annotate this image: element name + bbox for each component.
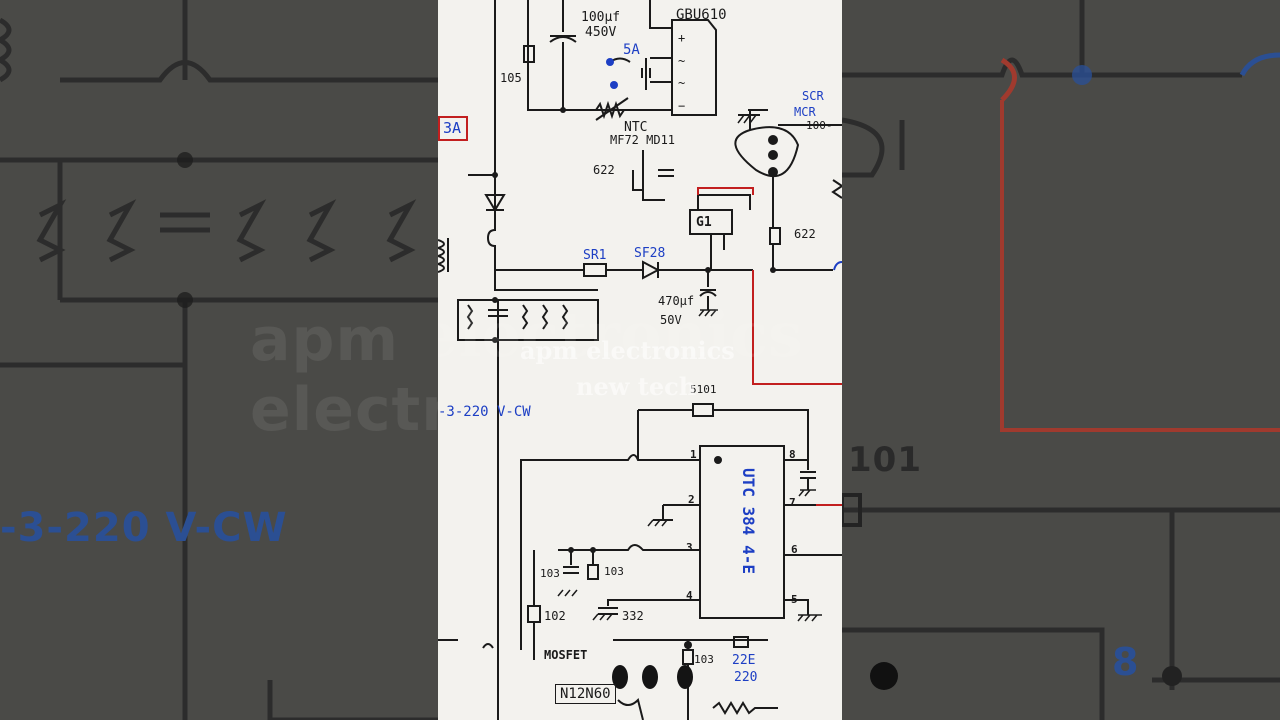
capacitor-332-label: 332 — [622, 609, 644, 623]
bridge-ac1-label: ~ — [678, 54, 686, 68]
ic-pin-8-label: 8 — [789, 448, 796, 461]
fuse-3a-label: 3A — [438, 116, 469, 141]
watermark-faded-text: apm electronics — [438, 298, 803, 371]
ic-pin-6-label: 6 — [791, 543, 798, 556]
background-schematic-right — [842, 0, 1280, 720]
background-pin-label: 8 — [1112, 640, 1140, 684]
bridge-minus-label: − — [678, 99, 686, 113]
g1-module-label: G1 — [696, 215, 712, 230]
background-blur-right: 101 8 — [842, 0, 1280, 720]
resistor-22e-label: 22E — [732, 653, 756, 668]
scr-part-suffix-label: 100- — [806, 119, 833, 132]
resistor-622-left-label: 622 — [593, 163, 615, 177]
ic-pin-5-label: 5 — [791, 593, 798, 606]
background-resistor-label: 101 — [848, 440, 922, 480]
sf28-diode-label: SF28 — [634, 246, 666, 261]
schematic-drawing — [438, 0, 842, 720]
background-transformer-label: -3-220 V-CW — [0, 505, 288, 551]
ntc-label: NTC — [624, 120, 648, 135]
watermark-line1: apm electronics — [520, 336, 735, 365]
background-watermark-left: apm electronics — [250, 305, 438, 445]
sr1-label: SR1 — [583, 248, 607, 263]
capacitor-103b-label: 103 — [604, 565, 624, 578]
resistor-5101-label: 5101 — [690, 383, 717, 396]
scr-part-label: MCR — [794, 105, 816, 119]
capacitor-50v-label: 50V — [660, 313, 682, 327]
background-schematic-left — [0, 0, 438, 720]
bridge-plus-label: + — [678, 31, 686, 45]
capacitor-470uf-label: 470µf — [658, 294, 695, 308]
ic-part-label: UTC 384 4-E — [739, 468, 758, 574]
watermark-line2: new tech — [576, 372, 697, 401]
resistor-220-label: 220 — [734, 670, 758, 685]
ntc-part-label: MF72 MD11 — [610, 133, 676, 147]
ic-pin-4-label: 4 — [686, 589, 693, 602]
capacitor-voltage-label: 450V — [585, 25, 617, 40]
capacitor-103a-label: 103 — [540, 567, 560, 580]
scr-label: SCR — [802, 89, 824, 103]
bridge-ac2-label: ~ — [678, 76, 686, 90]
schematic-sheet: 100µf 450V GBU610 + ~ ~ − 5A 105 3A NTC … — [438, 0, 842, 720]
ic-pin-3-label: 3 — [686, 541, 693, 554]
mosfet-label: MOSFET — [544, 648, 588, 662]
resistor-102-label: 102 — [544, 609, 566, 623]
mosfet-part-label: N12N60 — [555, 684, 616, 704]
ic-pin-1-label: 1 — [690, 448, 697, 461]
bridge-rectifier-label: GBU610 — [676, 7, 727, 23]
background-blur-left: -3-220 V-CW apm electronics — [0, 0, 438, 720]
capacitor-value-label: 100µf — [581, 10, 621, 25]
resistor-105-label: 105 — [500, 71, 522, 85]
ic-pin-7-label: 7 — [789, 496, 796, 509]
transformer-label: -3-220 V-CW — [438, 404, 531, 420]
ic-pin-2-label: 2 — [688, 493, 695, 506]
resistor-622-right-label: 622 — [794, 227, 816, 241]
resistor-103-label: 103 — [694, 653, 714, 666]
fuse-rating-label: 5A — [623, 42, 640, 58]
